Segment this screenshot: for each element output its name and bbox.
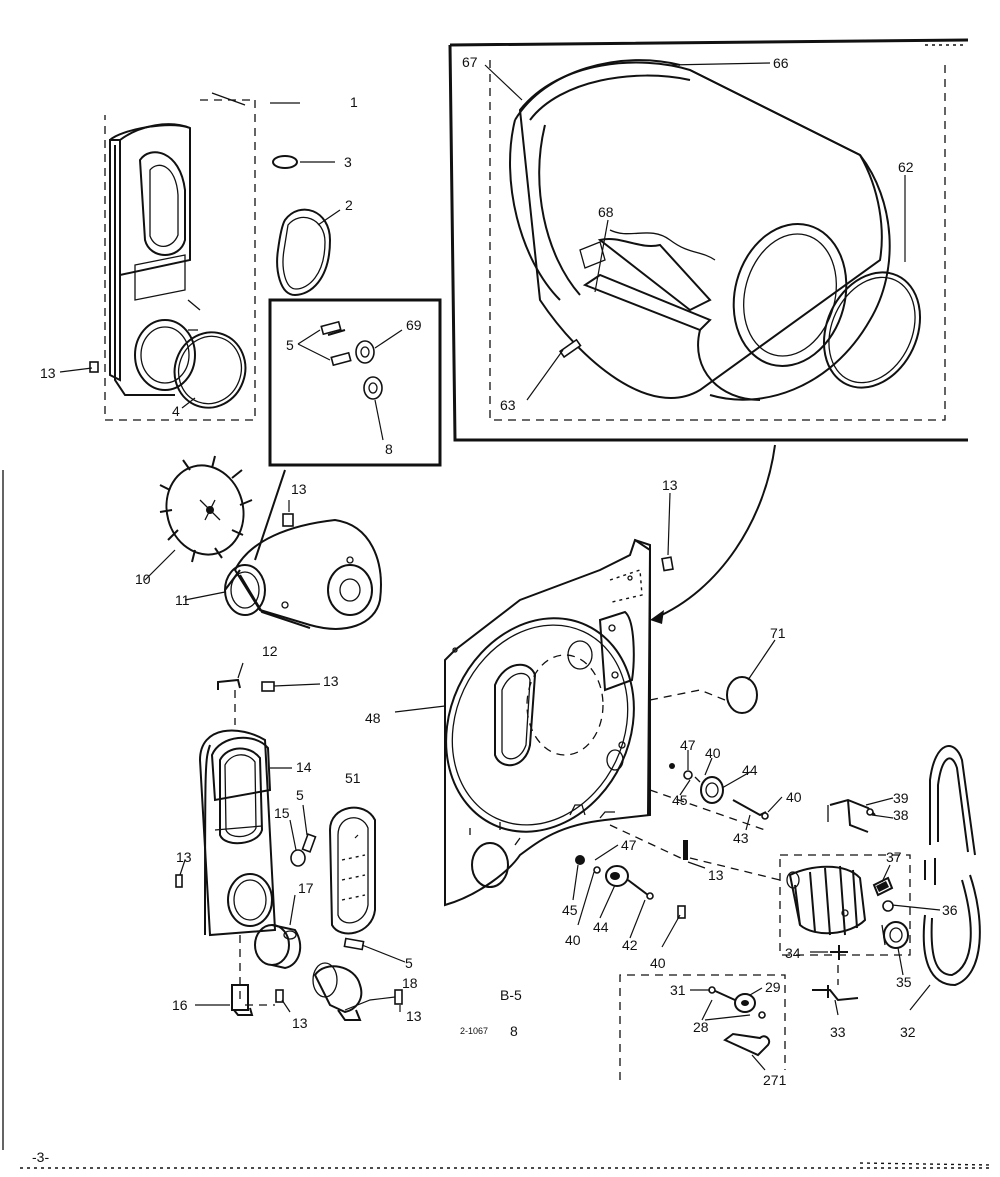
- label-43: 43: [733, 830, 749, 846]
- bracket-part-16: [231, 984, 254, 1016]
- label-17: 17: [298, 880, 314, 896]
- label-12: 12: [262, 643, 278, 659]
- blower-wheel-part-10: [159, 455, 253, 563]
- screw-part-13-blower: [282, 513, 294, 527]
- label-2: 2: [345, 197, 353, 213]
- drum-assembly-inset: [448, 38, 969, 442]
- label-40b: 40: [786, 789, 802, 805]
- label-67: 67: [462, 54, 478, 70]
- page-border: [2, 470, 990, 1169]
- idler-hardware-lower: [575, 855, 686, 919]
- label-5b: 5: [296, 787, 304, 803]
- label-5a: 5: [286, 337, 294, 353]
- screw-part-15: [290, 849, 306, 867]
- label-33: 33: [830, 1024, 846, 1040]
- label-63: 63: [500, 397, 516, 413]
- gasket-hardware-inset: [268, 298, 442, 467]
- motor-assembly: [779, 854, 911, 956]
- label-15: 15: [274, 805, 290, 821]
- bracket-part-33: [812, 985, 859, 1002]
- label-48: 48: [365, 710, 381, 726]
- drawing-code: B-5: [500, 987, 522, 1003]
- lint-filter-part-51: [328, 806, 376, 935]
- label-271: 271: [763, 1072, 787, 1088]
- label-40c: 40: [565, 932, 581, 948]
- label-18: 18: [402, 975, 418, 991]
- label-31: 31: [670, 982, 686, 998]
- label-35: 35: [896, 974, 912, 990]
- label-13a: 13: [40, 365, 56, 381]
- idler-pulley-assembly: [619, 974, 786, 1080]
- label-62: 62: [898, 159, 914, 175]
- bolt-part-34: [830, 945, 848, 960]
- idler-hardware-upper: [669, 763, 724, 804]
- label-11: 11: [175, 592, 190, 608]
- label-45a: 45: [672, 792, 688, 808]
- drive-belt-part-32: [922, 745, 981, 987]
- label-16: 16: [172, 997, 188, 1013]
- pulley-part-35: [881, 900, 909, 949]
- label-10: 10: [135, 571, 151, 587]
- clip-part-12: [217, 678, 241, 690]
- label-4: 4: [172, 403, 180, 419]
- label-32: 32: [900, 1024, 916, 1040]
- label-34: 34: [785, 945, 801, 961]
- cap-part-17: [254, 924, 302, 970]
- label-8: 8: [385, 441, 393, 457]
- label-69: 69: [406, 317, 422, 333]
- small-code: 2-1067: [460, 1026, 488, 1036]
- label-38: 38: [893, 807, 909, 823]
- label-66: 66: [773, 55, 789, 71]
- label-68: 68: [598, 204, 614, 220]
- label-29: 29: [765, 979, 781, 995]
- label-3: 3: [344, 154, 352, 170]
- label-51: 51: [345, 770, 361, 786]
- bracket-part-38-39: [827, 798, 876, 833]
- seal-ring-part-4: [173, 331, 247, 409]
- cap-part-18: [312, 962, 403, 1021]
- label-36: 36: [942, 902, 958, 918]
- leader-lines: [59, 62, 941, 1071]
- rear-bulkhead-part-48: [444, 538, 652, 907]
- print-speckles: [859, 44, 991, 1166]
- plug-part-71: [726, 676, 758, 714]
- label-28: 28: [693, 1019, 709, 1035]
- label-45b: 45: [562, 902, 578, 918]
- label-13h: 13: [406, 1008, 422, 1024]
- label-39: 39: [893, 790, 909, 806]
- label-5c: 5: [405, 955, 413, 971]
- drum-to-bulkhead-arrow: [654, 444, 776, 619]
- label-13e: 13: [292, 1015, 308, 1031]
- label-47b: 47: [621, 837, 637, 853]
- seal-part-2: [276, 208, 332, 297]
- blower-housing-part-11: [224, 518, 382, 630]
- label-14: 14: [296, 759, 312, 775]
- label-13c: 13: [323, 673, 339, 689]
- label-13d: 13: [176, 849, 192, 865]
- label-13g: 13: [708, 867, 724, 883]
- small-code-suffix: 8: [510, 1023, 518, 1039]
- label-40d: 40: [650, 955, 666, 971]
- label-42: 42: [622, 937, 638, 953]
- label-13f: 13: [662, 477, 678, 493]
- label-44b: 44: [593, 919, 609, 935]
- label-1: 1: [350, 94, 358, 110]
- label-44a: 44: [742, 762, 758, 778]
- idler-arm-part-43: [649, 789, 769, 831]
- label-47a: 47: [680, 737, 696, 753]
- label-71: 71: [770, 625, 786, 641]
- label-13b: 13: [291, 481, 307, 497]
- label-40a: 40: [705, 745, 721, 761]
- front-panel-assembly: [104, 99, 256, 421]
- label-37: 37: [886, 849, 902, 865]
- plug-part-3: [272, 155, 298, 169]
- lint-duct-part-14: [198, 729, 277, 937]
- page-number: -3-: [32, 1149, 49, 1165]
- part-labels: 1 2 3 4 5 69 8 13 10 11 13 12 13 14 5 15…: [40, 54, 958, 1088]
